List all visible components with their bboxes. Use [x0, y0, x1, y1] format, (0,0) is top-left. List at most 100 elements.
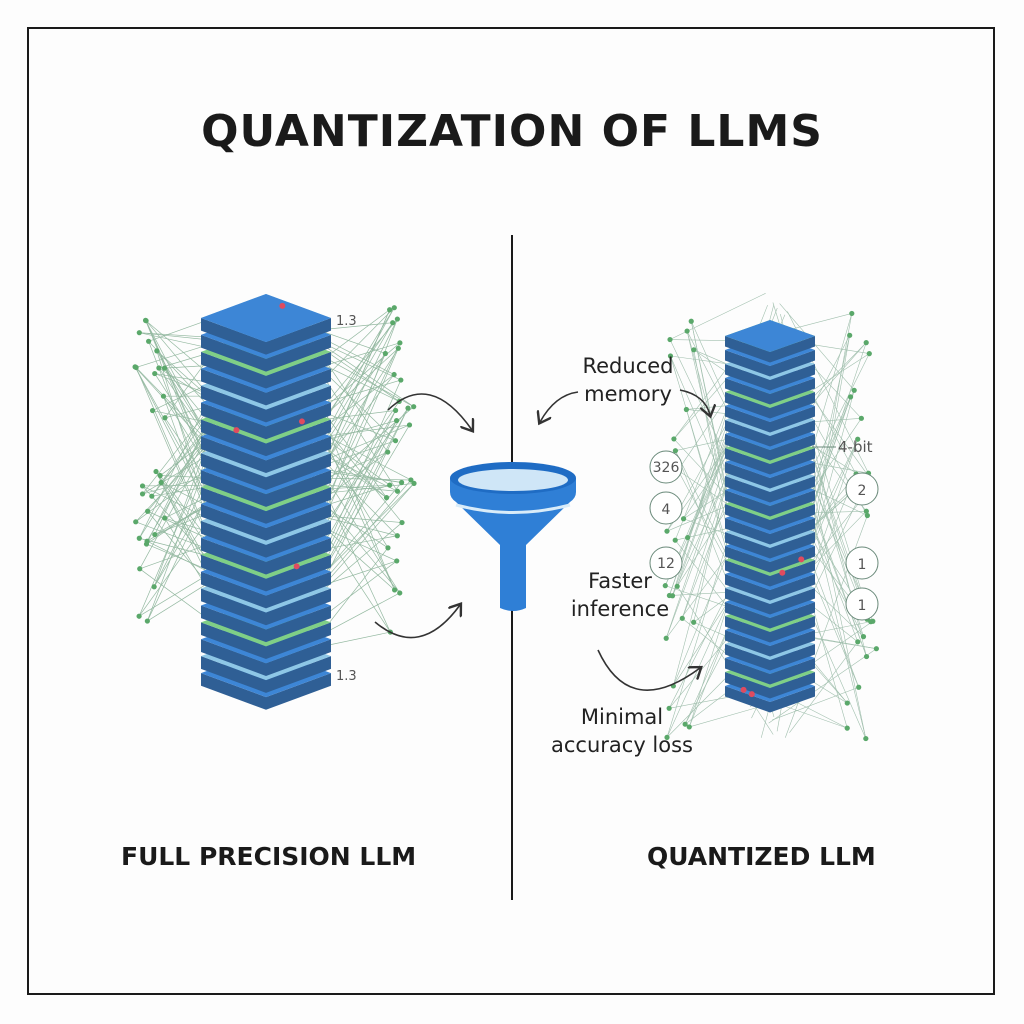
curved-arrow-icon: [387, 393, 472, 430]
quantized-layer: [725, 434, 815, 461]
network-node: [387, 482, 393, 488]
quantized-layer: [725, 462, 815, 489]
quantized-layer: [725, 364, 815, 391]
network-node: [683, 406, 689, 413]
full-precision-layer: [201, 402, 331, 440]
quantized-layer: [725, 420, 815, 447]
quantized-layer: [725, 658, 815, 685]
left-nodes: [132, 302, 417, 635]
network-node: [161, 365, 168, 371]
highlight-node: [293, 563, 300, 570]
network-node: [685, 534, 691, 541]
network-node: [405, 405, 411, 411]
network-node: [844, 725, 850, 731]
highlight-node: [748, 691, 755, 698]
network-node: [136, 330, 142, 336]
full-precision-layer: [201, 588, 331, 626]
quantized-layer: [725, 532, 815, 559]
quantized-layer: [725, 378, 815, 405]
network-node: [666, 705, 672, 711]
full-precision-layer: [201, 318, 331, 355]
network-node: [393, 417, 400, 424]
network-node: [866, 350, 872, 357]
network-node: [152, 370, 158, 377]
full-precision-layer: [201, 656, 331, 693]
quantized-layer: [725, 574, 815, 601]
quantized-layer: [725, 476, 815, 503]
full-precision-layer: [201, 605, 331, 643]
network-node: [391, 371, 397, 378]
network-node: [688, 318, 694, 324]
quantized-layer: [725, 392, 815, 419]
network-node: [663, 635, 669, 641]
network-node: [139, 491, 146, 497]
layer-label: 1.3: [336, 314, 357, 329]
full-precision-layer: [201, 334, 331, 372]
full-precision-layer: [201, 470, 331, 507]
curved-arrow-icon: [374, 605, 460, 639]
full-precision-layer-top: [201, 294, 331, 342]
network-node: [408, 477, 414, 483]
network-node: [855, 436, 861, 442]
network-node: [662, 583, 668, 589]
network-node: [851, 387, 857, 393]
quantized-layer: [725, 686, 815, 713]
full-precision-layer: [201, 622, 331, 660]
full-precision-layer: [201, 520, 331, 558]
network-node: [139, 483, 146, 489]
network-node: [398, 377, 404, 383]
network-node: [151, 584, 157, 590]
network-node: [863, 653, 870, 660]
layer-label: 1.3: [336, 669, 357, 684]
network-node: [399, 479, 405, 486]
network-node: [863, 735, 869, 742]
network-node: [152, 531, 158, 538]
funnel-icon: [450, 462, 576, 611]
network-node: [686, 724, 692, 730]
curved-arrow-icon: [597, 649, 700, 691]
network-node: [847, 394, 854, 400]
circle-value: 1: [858, 557, 867, 573]
caption-quantized: QUANTIZED LLM: [647, 842, 876, 871]
network-node: [868, 619, 874, 625]
full-precision-layer: [201, 639, 331, 676]
highlight-node: [798, 556, 805, 563]
note-faster-inference: Faster inference: [570, 569, 670, 621]
network-node: [133, 519, 139, 525]
left-tower: [201, 294, 331, 710]
network-node: [144, 618, 150, 624]
network-node: [397, 590, 403, 596]
highlight-node: [779, 569, 786, 576]
diagram-frame: [27, 27, 995, 995]
network-node: [844, 700, 850, 706]
quantized-layer-top: [725, 320, 815, 352]
network-node: [858, 415, 864, 421]
highlight-node: [298, 418, 305, 425]
network-node: [855, 639, 861, 645]
network-node: [411, 404, 417, 410]
quantized-layer: [725, 448, 815, 475]
highlight-node: [279, 302, 286, 309]
network-node: [667, 336, 673, 343]
network-node: [856, 684, 862, 690]
network-node: [666, 592, 673, 599]
quantized-layer: [725, 602, 815, 629]
network-node: [849, 310, 855, 317]
network-node: [136, 535, 142, 541]
network-node: [157, 472, 163, 479]
network-node: [394, 533, 400, 539]
network-node: [863, 340, 869, 346]
network-node: [156, 365, 162, 371]
network-node: [385, 545, 391, 551]
network-node: [672, 537, 678, 543]
full-precision-layer: [201, 537, 331, 575]
quantized-layer: [725, 504, 815, 531]
right-tower: [725, 320, 815, 713]
quantized-layer: [725, 630, 815, 657]
network-node: [158, 479, 164, 486]
quantized-layer: [725, 490, 815, 517]
full-precision-layer: [201, 453, 331, 490]
network-node: [136, 613, 142, 619]
network-node: [691, 347, 697, 353]
network-node: [387, 307, 393, 313]
